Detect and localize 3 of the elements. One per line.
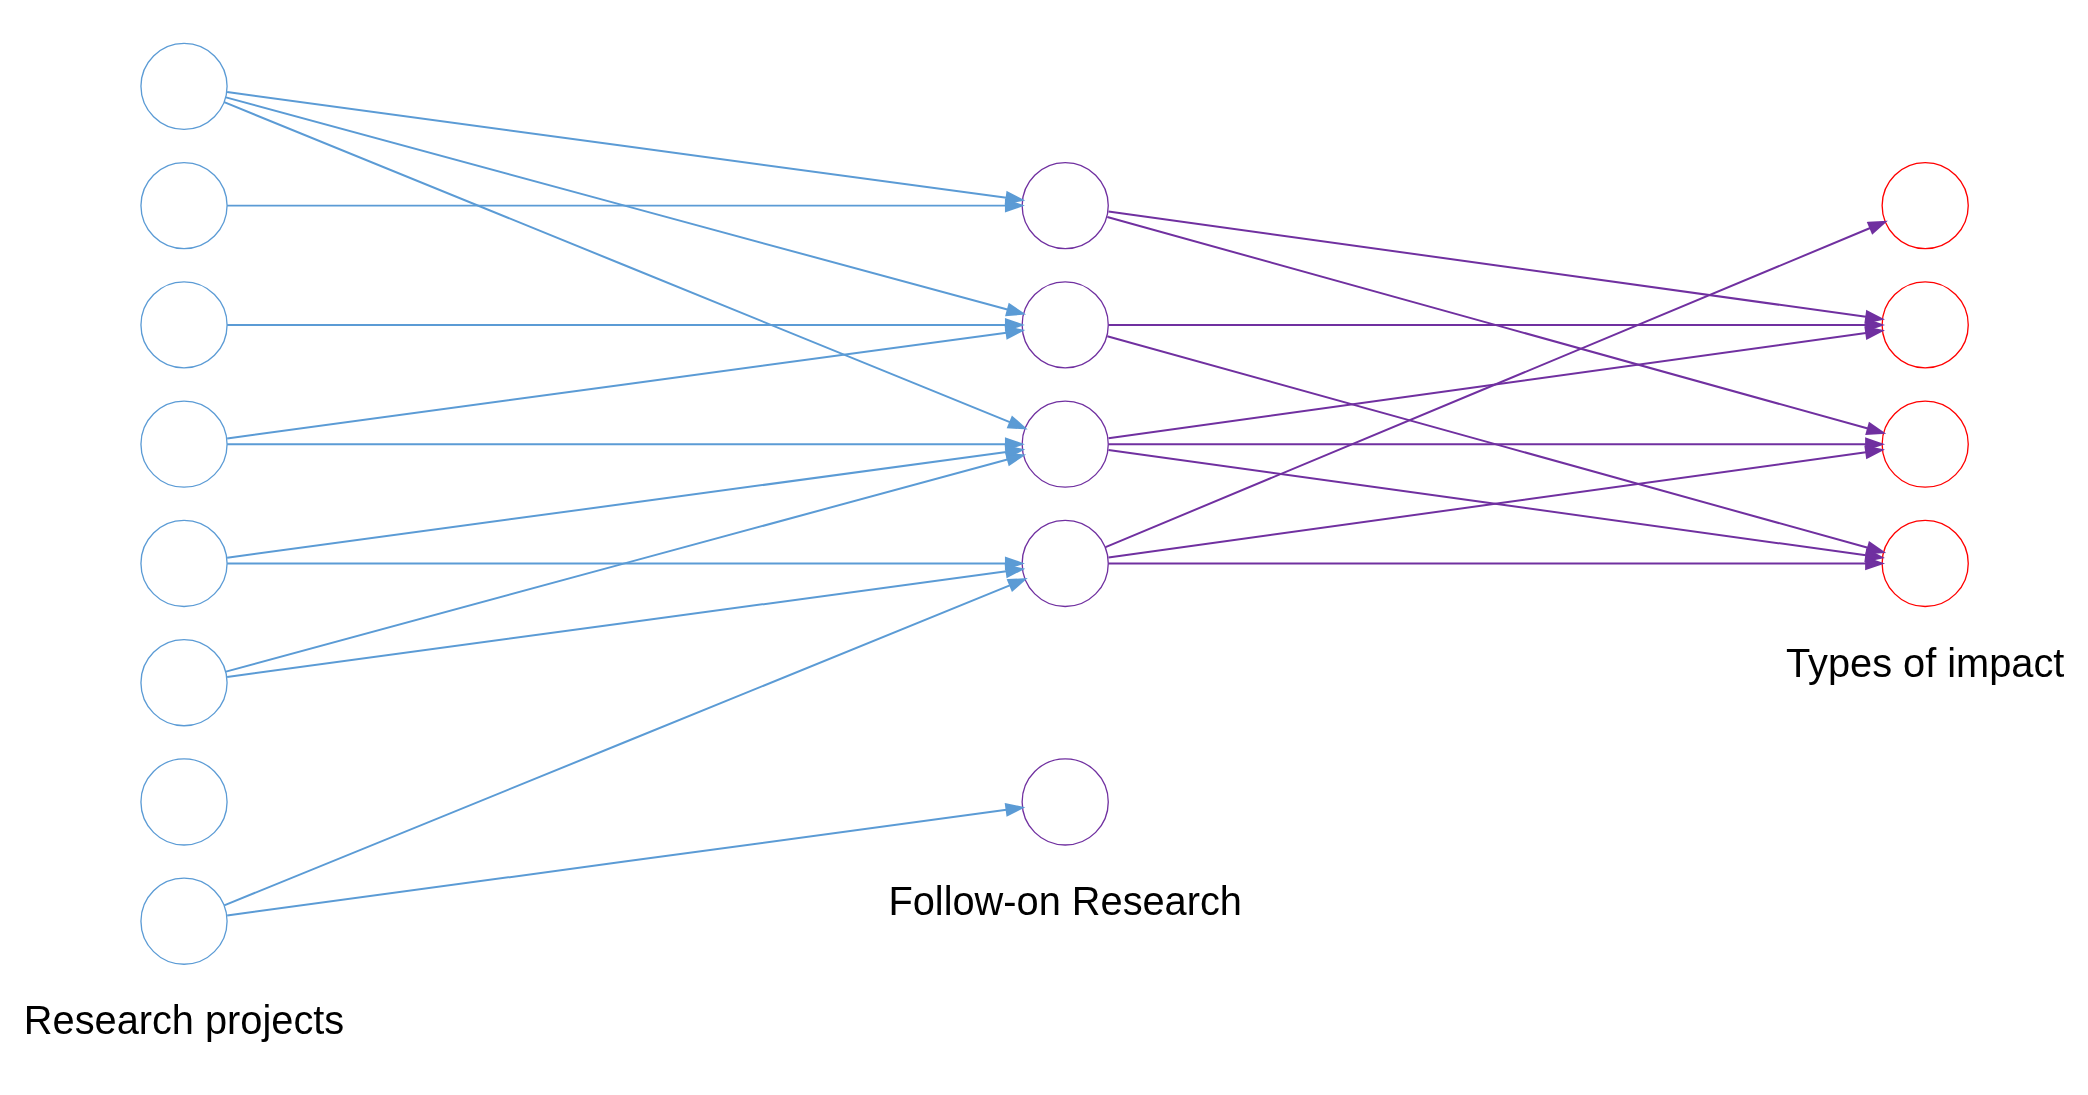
label: Types of impact [1786, 640, 2065, 685]
label: Research projects [23, 998, 345, 1043]
label: Follow-on Research [888, 879, 1242, 924]
